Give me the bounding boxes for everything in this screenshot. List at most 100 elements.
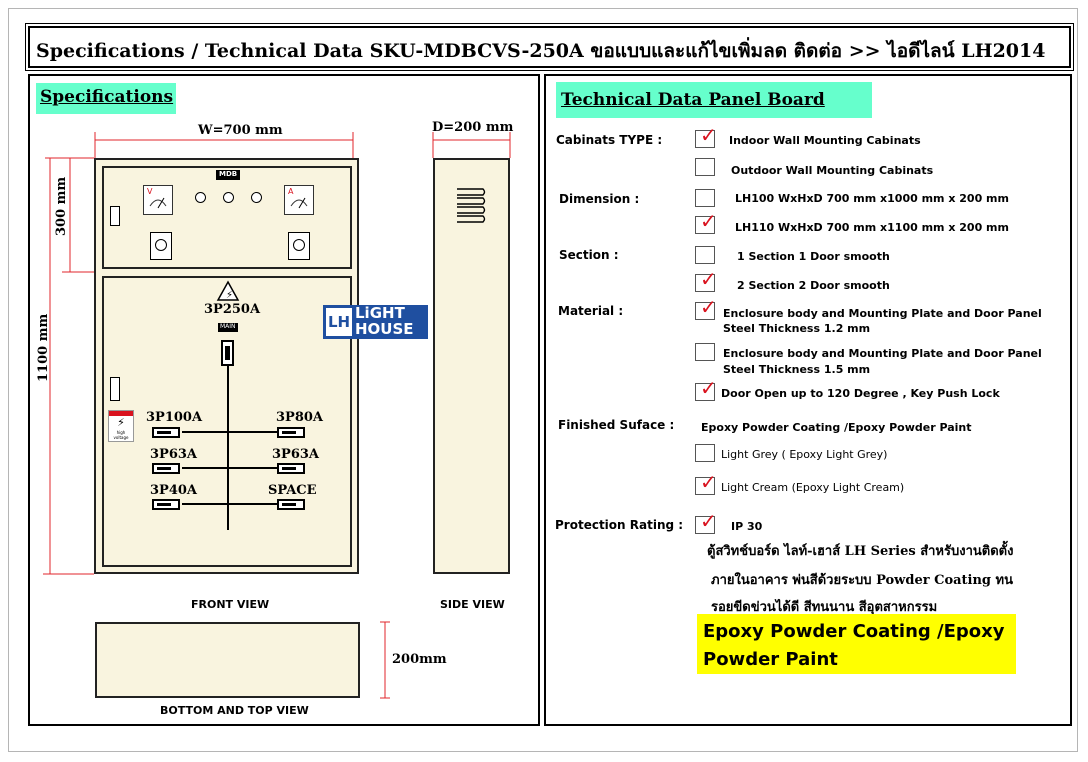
breaker-icon [277, 427, 305, 438]
option-material-2-line-2: Steel Thickness 1.5 mm [723, 363, 871, 376]
top-door-panel [102, 166, 352, 269]
checkbox-steel-1-2[interactable]: ✓ [695, 297, 717, 320]
option-door: Door Open up to 120 Degree , Key Push Lo… [721, 387, 1000, 400]
main-tag: MAIN [218, 323, 238, 332]
height-top-label: 300 mm [54, 176, 69, 236]
breaker-label: 3P100A [146, 410, 203, 425]
option-ip30: IP 30 [731, 520, 763, 533]
option-material-1-line-1: Enclosure body and Mounting Plate and Do… [723, 307, 1042, 320]
checkbox-steel-1-5[interactable] [695, 343, 715, 361]
checkbox-door[interactable]: ✓ [695, 378, 717, 401]
main-door-lock-icon [110, 377, 120, 401]
title-bar [28, 26, 1071, 68]
svg-text:⚡: ⚡ [226, 290, 233, 301]
width-label: W=700 mm [198, 123, 283, 138]
check-icon: ✓ [700, 376, 717, 400]
material-label: Material : [558, 304, 624, 318]
option-light-cream: Light Cream (Epoxy Light Cream) [721, 481, 905, 494]
breaker-icon [277, 499, 305, 510]
page-title: Specifications / Technical Data SKU-MDBC… [36, 40, 1046, 62]
bottom-view-label: BOTTOM AND TOP VIEW [160, 704, 309, 717]
technical-data-heading: Technical Data Panel Board [556, 82, 872, 118]
pilot-lamp-r-icon [195, 192, 206, 203]
logo-text-top: LiGHT [355, 304, 405, 322]
finished-surface-label: Finished Suface : [558, 418, 675, 432]
bottom-view-cabinet [95, 622, 360, 698]
finish-highlight-text: Epoxy Powder Coating /Epoxy Powder Paint [703, 621, 1005, 670]
checkbox-ip30[interactable]: ✓ [695, 511, 717, 534]
option-material-1-line-2: Steel Thickness 1.2 mm [723, 322, 871, 335]
front-view-label: FRONT VIEW [191, 598, 270, 611]
ammeter-selector-switch-icon [288, 232, 310, 260]
check-icon: ✓ [700, 509, 717, 533]
finish-value: Epoxy Powder Coating /Epoxy Powder Paint [701, 421, 972, 434]
checkbox-section-1[interactable] [695, 246, 715, 264]
specifications-heading: Specifications [36, 83, 176, 114]
check-icon: ✓ [700, 295, 717, 319]
option-light-grey: Light Grey ( Epoxy Light Grey) [721, 448, 888, 461]
checkbox-lh100[interactable] [695, 189, 715, 207]
breaker-label: SPACE [268, 483, 317, 498]
checkbox-light-cream[interactable]: ✓ [695, 472, 717, 495]
finish-highlight-box: Epoxy Powder Coating /Epoxy Powder Paint [697, 614, 1016, 674]
checkbox-lh110[interactable]: ✓ [695, 211, 717, 234]
bottom-height-label: 200mm [392, 652, 447, 667]
check-icon: ✓ [700, 267, 717, 291]
cabinets-type-label: Cabinats TYPE : [556, 133, 663, 147]
description-line: ภายในอาคาร พ่นสีด้วยระบบ Powder Coating … [711, 573, 1014, 588]
specifications-heading-text: Specifications [40, 87, 174, 107]
depth-label: D=200 mm [432, 120, 514, 135]
protection-rating-label: Protection Rating : [555, 518, 684, 532]
page-border [8, 8, 1078, 752]
option-section-1: 1 Section 1 Door smooth [737, 250, 890, 263]
check-icon: ✓ [700, 470, 717, 494]
breaker-label: 3P63A [150, 447, 197, 462]
checkbox-indoor[interactable]: ✓ [695, 125, 717, 148]
main-breaker-icon [221, 340, 234, 366]
mdb-tag: MDB [216, 170, 240, 180]
technical-data-heading-text: Technical Data Panel Board [561, 90, 825, 110]
breaker-label: 3P80A [276, 410, 323, 425]
logo-text-bottom: HOUSE [355, 320, 414, 338]
section-label: Section : [559, 248, 619, 262]
option-outdoor: Outdoor Wall Mounting Cabinats [731, 164, 934, 177]
side-view-label: SIDE VIEW [440, 598, 505, 611]
checkbox-outdoor[interactable] [695, 158, 715, 176]
specifications-panel [28, 74, 540, 726]
checkbox-light-grey[interactable] [695, 444, 715, 462]
dimension-lines [43, 132, 511, 699]
height-total-label: 1100 mm [36, 313, 51, 382]
breaker-label: 3P63A [272, 447, 319, 462]
description-line: รอยขีดข่วนได้ดี สีทนนาน สีอุตสาหกรรม [711, 600, 938, 615]
lighthouse-logo-mark: LH [326, 308, 352, 336]
ventilation-louvers-icon [457, 188, 486, 223]
breaker-icon [152, 427, 180, 438]
technical-data-panel [544, 74, 1072, 726]
description-line: ตู้สวิทช์บอร์ด ไลท์-เฮาส์ LH Series สำหร… [707, 544, 1014, 559]
option-lh100: LH100 WxHxD 700 mm x1000 mm x 200 mm [735, 192, 1009, 205]
side-view-cabinet [433, 158, 510, 574]
option-section-2: 2 Section 2 Door smooth [737, 279, 890, 292]
checkbox-section-2[interactable]: ✓ [695, 269, 717, 292]
lighthouse-logo: LH LiGHT HOUSE [323, 305, 428, 339]
check-icon: ✓ [700, 209, 717, 233]
high-voltage-sign-icon: ⚡high voltage [108, 410, 134, 442]
option-material-2-line-1: Enclosure body and Mounting Plate and Do… [723, 347, 1042, 360]
voltmeter-selector-switch-icon [150, 232, 172, 260]
ammeter-icon: A [284, 185, 314, 215]
breaker-icon [152, 463, 180, 474]
top-door-lock-icon [110, 206, 120, 226]
breaker-icon [277, 463, 305, 474]
pilot-lamp-t-icon [251, 192, 262, 203]
main-breaker-label: 3P250A [204, 302, 261, 317]
dimension-label: Dimension : [559, 192, 640, 206]
busbar-lines [182, 366, 278, 530]
breaker-icon [152, 499, 180, 510]
warning-triangle-icon: ⚡ [216, 280, 240, 301]
option-lh110: LH110 WxHxD 700 mm x1100 mm x 200 mm [735, 221, 1009, 234]
voltmeter-icon: V [143, 185, 173, 215]
breaker-label: 3P40A [150, 483, 197, 498]
check-icon: ✓ [700, 123, 717, 147]
option-indoor: Indoor Wall Mounting Cabinats [729, 134, 921, 147]
pilot-lamp-s-icon [223, 192, 234, 203]
